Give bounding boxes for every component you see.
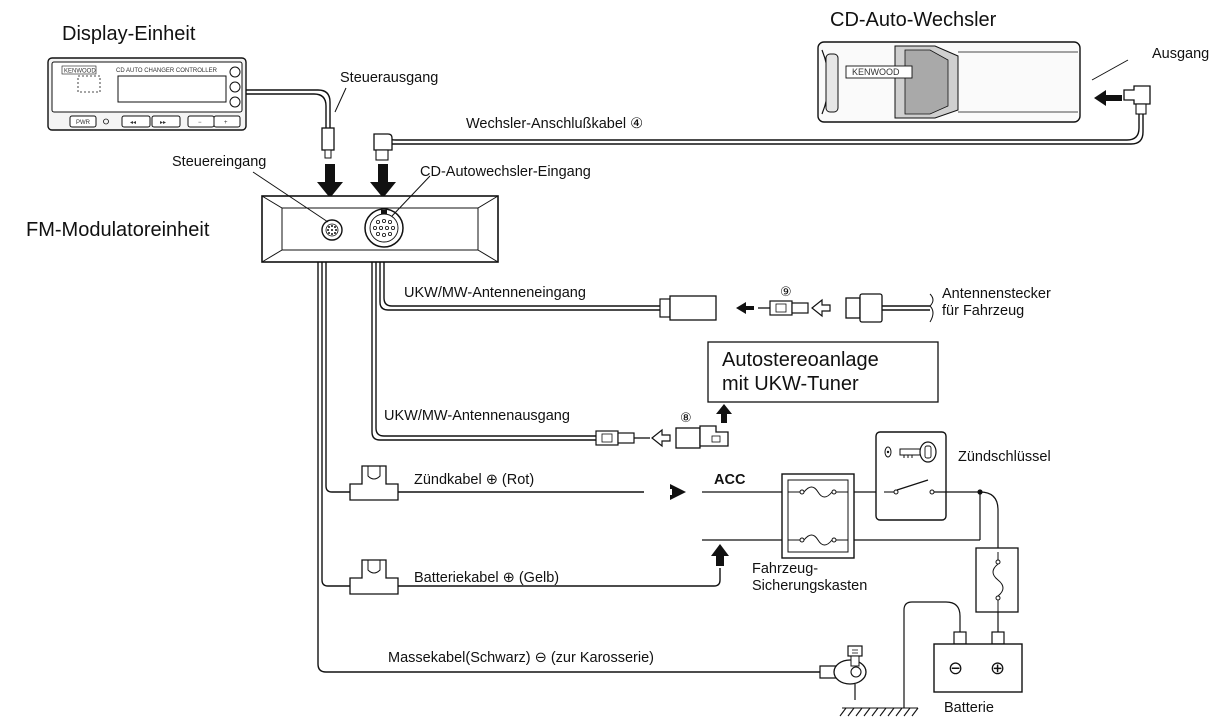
display-knob-3	[229, 96, 241, 108]
changer-cable-plug	[373, 133, 393, 151]
ignition-switch	[875, 431, 947, 521]
changer-input-label: CD-Autowechsler-Eingang	[420, 164, 591, 180]
display-unit: KENWOOD CD AUTO CHANGER CONTROLLER PWR ◂…	[47, 57, 247, 131]
output-label: Ausgang	[1152, 46, 1209, 62]
control-output-label: Steuerausgang	[340, 70, 438, 86]
car-stereo-label-2: mit UKW-Tuner	[722, 373, 859, 395]
battery-label: Batterie	[944, 700, 994, 716]
battery-inline-fuse	[975, 547, 1019, 613]
changer-input-socket	[364, 208, 404, 248]
battery-cable-label: Batteriekabel ⊕ (Gelb)	[414, 570, 559, 586]
pwr-button	[69, 115, 97, 128]
changer-output-plug	[1123, 85, 1151, 105]
antenna-left-arrow	[736, 302, 754, 314]
antenna-output-label: UKW/MW-Antennenausgang	[384, 408, 570, 424]
ground-cable	[317, 262, 820, 673]
battery-plus-symbol: ⊕	[990, 658, 1005, 678]
battery-cable	[321, 262, 350, 587]
antenna-input-cable	[383, 262, 660, 307]
ignition-arrow	[670, 484, 686, 500]
ignition-cable-label: Zündkabel ⊕ (Rot)	[414, 472, 534, 488]
antenna-output-cable	[375, 262, 596, 437]
plus-button-label: +	[224, 120, 228, 126]
display-controller-text: CD AUTO CHANGER CONTROLLER	[116, 68, 218, 74]
ignition-fuse-holder	[349, 465, 399, 501]
display-unit-label: Display-Einheit	[62, 23, 196, 45]
antenna-input-jack	[669, 295, 717, 321]
ground-terminal	[819, 645, 867, 700]
car-stereo-label-1: Autostereoanlage	[722, 349, 879, 371]
control-input-arrow	[317, 164, 343, 198]
adapter-9	[758, 300, 809, 316]
car-stereo-box	[707, 341, 939, 403]
ignition-cable	[325, 262, 350, 493]
rew-button-label: ◂◂	[130, 120, 136, 126]
ff-button	[151, 115, 181, 128]
ground-cable-label: Massekabel(Schwarz) ⊖ (zur Karosserie)	[388, 650, 654, 666]
minus-button-label: −	[198, 120, 202, 126]
adapter-8	[675, 425, 729, 449]
adapter-8-number: ⑧	[680, 410, 692, 425]
display-knob-1	[229, 66, 241, 78]
fm-modulator-unit	[261, 195, 499, 263]
control-input-label: Steuereingang	[172, 154, 266, 170]
changer-brand-text: KENWOOD	[852, 67, 900, 77]
fm-modulator-label: FM-Modulatoreinheit	[26, 219, 210, 241]
vehicle-antenna-label-2: für Fahrzeug	[942, 303, 1024, 319]
battery-fuse-holder	[349, 559, 399, 595]
display-knob-2	[229, 81, 241, 93]
ignition-key-label: Zündschlüssel	[958, 449, 1051, 465]
battery-minus-symbol: ⊖	[948, 658, 963, 678]
adapter-9-number: ⑨	[780, 284, 792, 299]
vehicle-antenna-plug	[845, 297, 861, 319]
rew-button	[121, 115, 151, 128]
ff-button-label: ▸▸	[160, 120, 166, 126]
antenna-input-label: UKW/MW-Antenneneingang	[404, 285, 586, 301]
fuse-box-label-1: Fahrzeug-	[752, 561, 818, 577]
display-brand-text: KENWOOD	[64, 69, 96, 75]
antenna-output-plug	[595, 430, 650, 446]
key-icon	[919, 441, 937, 463]
ground-symbol	[839, 707, 919, 717]
fuse-box	[781, 473, 855, 559]
changer-input-arrow	[370, 164, 396, 198]
antenna-output-hollow-arrow	[651, 428, 671, 448]
antenna-hollow-arrow	[811, 298, 831, 318]
fuse-box-label-2: Sicherungskasten	[752, 578, 867, 594]
cd-changer: KENWOOD	[817, 41, 1081, 123]
display-cable	[246, 89, 331, 128]
vehicle-antenna-label-1: Antennenstecker	[942, 286, 1051, 302]
battery-up-arrow	[711, 544, 729, 566]
acc-label: ACC	[714, 472, 746, 488]
output-arrow	[1094, 90, 1122, 106]
antenna-output-up-arrow	[716, 404, 732, 423]
display-indicator	[103, 118, 109, 125]
control-output-plug	[321, 127, 335, 151]
battery: ⊖ ⊕	[933, 631, 1023, 693]
pwr-button-label: PWR	[76, 120, 91, 126]
cd-changer-label: CD-Auto-Wechsler	[830, 9, 997, 31]
changer-cable-label: Wechsler-Anschlußkabel ④	[466, 116, 643, 132]
plus-button	[213, 115, 241, 128]
